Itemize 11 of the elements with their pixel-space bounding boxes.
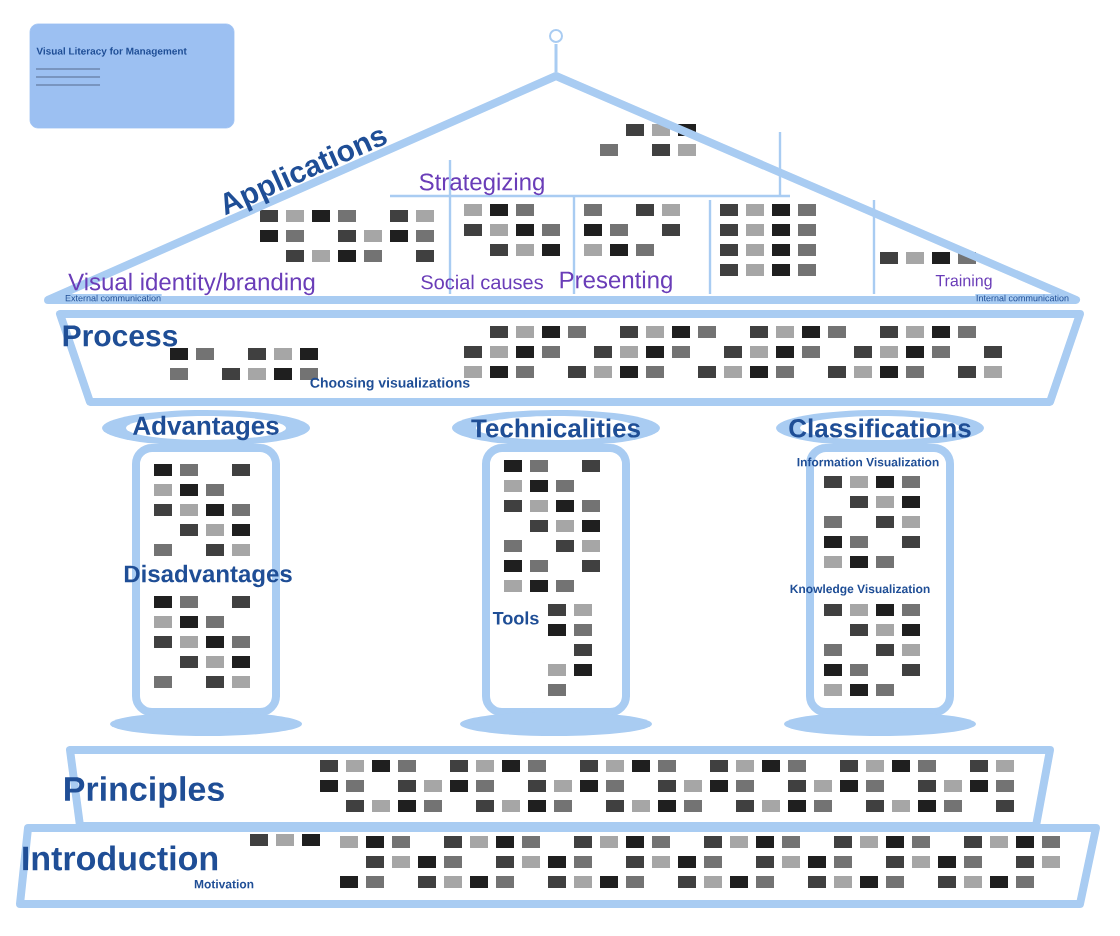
section-heading: Visual identity/branding <box>68 272 315 296</box>
column: Advantages Disadvantages <box>102 410 310 736</box>
section-heading: Training <box>935 274 992 290</box>
column: Technicalities Tools <box>452 410 660 736</box>
node-label: Advantages <box>132 415 279 441</box>
band: Principles <box>65 746 1054 830</box>
node-label: Technicalities <box>471 418 640 438</box>
section-heading: Presenting <box>560 270 672 294</box>
section-heading: Social causes <box>421 274 543 290</box>
node-label: Classifications <box>789 418 971 438</box>
section-heading: Strategizing <box>419 172 544 196</box>
